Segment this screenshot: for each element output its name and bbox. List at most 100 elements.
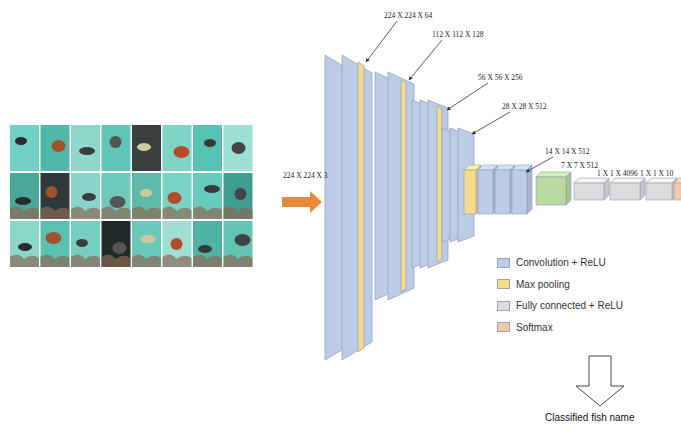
legend-text: Max pooling <box>516 279 570 290</box>
fish <box>140 235 156 243</box>
legend-entry: Max pooling <box>497 279 570 290</box>
block-front <box>464 170 476 214</box>
fish-photo <box>10 125 39 171</box>
layer-block <box>512 165 532 214</box>
fish <box>137 143 151 151</box>
fish <box>52 140 66 152</box>
photo-ground <box>41 173 70 219</box>
photo-ground <box>41 221 70 267</box>
fish <box>235 234 251 246</box>
fish-photo <box>132 125 161 171</box>
block-top <box>674 178 681 183</box>
legend-text: Convolution + ReLU <box>516 257 606 268</box>
fish-photo <box>41 173 70 219</box>
layer-slab <box>342 55 372 360</box>
fish-photo <box>163 125 192 171</box>
coral <box>224 254 253 267</box>
block-front <box>512 170 527 214</box>
input-arrow <box>282 191 322 213</box>
layer-size: 224 X 224 X 64 <box>384 12 432 20</box>
legend-entry: Convolution + ReLU <box>497 257 606 268</box>
coral <box>132 254 161 267</box>
block-side <box>527 165 532 214</box>
fish-photo <box>163 221 192 267</box>
fish <box>46 232 62 244</box>
fish <box>110 136 122 148</box>
layer-size: 14 X 14 X 512 <box>545 148 590 156</box>
photo-ground <box>163 173 192 219</box>
block-front <box>574 183 604 200</box>
layer-slab <box>388 72 414 300</box>
photo-ground <box>193 221 222 267</box>
fish <box>18 243 32 251</box>
coral <box>10 254 39 267</box>
photo-ground <box>71 173 100 219</box>
leader-line <box>447 83 488 110</box>
fish <box>204 185 220 193</box>
coral <box>193 254 222 267</box>
block-front <box>536 177 566 205</box>
fish <box>140 189 152 197</box>
legend-entry: Softmax <box>497 322 553 333</box>
fish-photo <box>224 125 253 171</box>
legend-text: Softmax <box>516 322 553 333</box>
block-top <box>610 178 645 183</box>
fish-photo <box>163 173 192 219</box>
fish <box>110 196 126 208</box>
photo-ground <box>163 221 192 267</box>
fish-photo <box>132 173 161 219</box>
layer-size: 1 X 1 X 4096 <box>597 170 638 178</box>
fish-photo <box>224 173 253 219</box>
label-text: 224 X 224 X 3 <box>283 171 328 180</box>
label-text: 56 X 56 X 256 <box>478 73 523 82</box>
photo-ground <box>10 221 39 267</box>
layer-block <box>646 178 677 200</box>
legend-text: Fully connected + ReLU <box>516 300 623 311</box>
fish-photo <box>224 221 253 267</box>
fish-photo <box>71 221 100 267</box>
label-text: 14 X 14 X 512 <box>545 147 590 156</box>
leader-line <box>366 21 397 62</box>
fish-photo <box>193 221 222 267</box>
coral <box>102 206 131 219</box>
fish <box>79 147 95 155</box>
layer-slab <box>437 106 442 262</box>
photo-ground <box>224 125 253 171</box>
layer-slab <box>401 80 406 292</box>
coral <box>163 206 192 219</box>
photo-ground <box>193 125 222 171</box>
coral <box>71 206 100 219</box>
block-side <box>640 178 645 200</box>
coral <box>10 206 39 219</box>
layer-stack <box>325 55 681 360</box>
coral <box>193 206 222 219</box>
coral <box>41 254 70 267</box>
output-arrow <box>576 356 624 406</box>
photo-ground <box>132 221 161 267</box>
fish-photo <box>41 221 70 267</box>
fish <box>235 188 247 200</box>
block-front <box>610 183 640 200</box>
block-top <box>574 178 609 183</box>
layer-size: 7 X 7 X 512 <box>561 162 598 170</box>
layer-size: 1 X 1 X 10 <box>640 170 673 178</box>
layer-block <box>674 178 681 200</box>
fish-photo-grid <box>10 125 253 267</box>
fish <box>174 146 190 158</box>
fish <box>76 239 88 247</box>
fish-photo <box>102 125 131 171</box>
fish-photo <box>71 173 100 219</box>
fish <box>15 137 27 145</box>
label-text: Classified fish name <box>545 412 634 423</box>
block-side <box>604 178 609 200</box>
coral <box>132 206 161 219</box>
layer-slab <box>358 62 364 352</box>
coral <box>224 206 253 219</box>
label-text: 7 X 7 X 512 <box>561 161 598 170</box>
photo-ground <box>10 173 39 219</box>
fish <box>46 186 58 198</box>
layer-size: 56 X 56 X 256 <box>478 74 523 82</box>
fish-photo <box>102 221 131 267</box>
fish-photo <box>193 173 222 219</box>
